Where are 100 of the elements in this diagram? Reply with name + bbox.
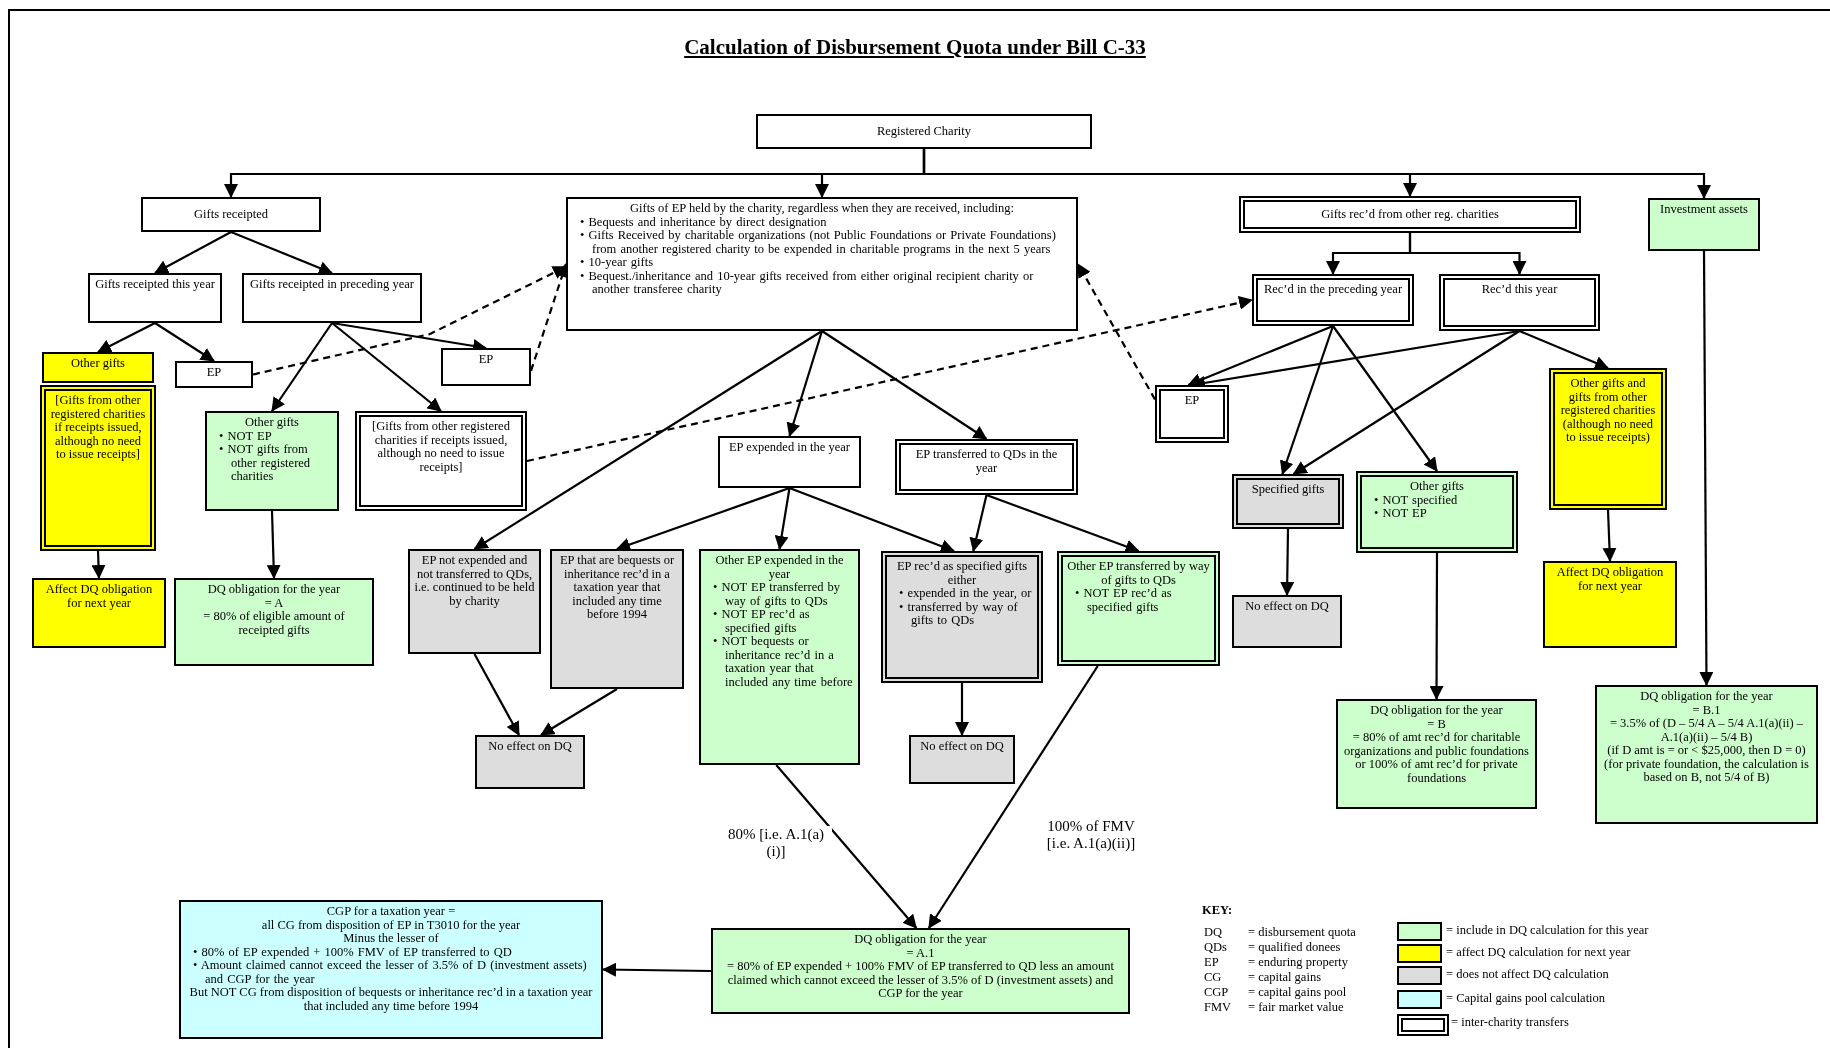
flow-box [1057, 551, 1220, 666]
legend-text: = affect DQ calculation for next year [1446, 945, 1631, 960]
box-text: = 3.5% of (D – 5/4 A – 5/4 A.1(a)(ii) – A.1(a)(ii) – 5/4 B) [1608, 717, 1805, 744]
arrow [789, 486, 955, 553]
flow-box [355, 411, 527, 511]
flow-box [1439, 274, 1600, 331]
arrow [986, 493, 1140, 554]
bullet-item: • NOT gifts from other registered charities [218, 443, 312, 484]
flow-box [711, 928, 1130, 1014]
box-text: DQ obligation for the year [1639, 690, 1774, 704]
key-text: DQ [1204, 925, 1223, 940]
key-text: FMV [1204, 1000, 1232, 1015]
key-text: = capital gains pool [1248, 985, 1347, 1000]
legend-text: = include in DQ calculation for this year [1446, 923, 1649, 938]
box-text: Rec’d this year [1480, 283, 1559, 297]
box-text: EP [1183, 394, 1201, 408]
box-text: EP transferred to QDs in the year [914, 448, 1059, 475]
bullet-item: • Gifts Received by charitable organizations (not Public Foundations or Private Foundations) from another registered charity to be expended in charitable programs in the next 5 years [579, 229, 1057, 256]
flow-box [1232, 474, 1344, 529]
arrow [786, 330, 824, 437]
bullet-item: • expended in the year, or [898, 587, 1033, 601]
legend-text: = does not affect DQ calculation [1446, 967, 1609, 982]
flow-box [1543, 561, 1677, 648]
bullet-item: • Bequest./inheritance and 10-year gifts received from either original recipient charity or another transferee charity [579, 269, 1035, 297]
box-text: Affect DQ obligation for next year [44, 583, 154, 610]
box-text: = 80% of eligible amount of receipted gifts [202, 610, 346, 637]
flow-box [441, 348, 531, 386]
box-text: EP [205, 366, 223, 380]
flow-box [881, 551, 1043, 683]
flow-box [40, 385, 156, 551]
flow-box [179, 900, 603, 1039]
box-text: But NOT CG from disposition of bequests or inheritance rec’d in a taxation year that included any time before 1994 [188, 986, 594, 1013]
bullet-item: • 10-year gifts [579, 256, 655, 270]
arrow [230, 231, 333, 275]
box-text: (for private foundation, the calculation is based on B, not 5/4 of B) [1603, 757, 1810, 785]
bullet-item: • Bequests and inheritance by direct designation [579, 215, 827, 229]
arrow [271, 322, 333, 412]
box-text: EP rec’d as specified gifts either [895, 560, 1029, 587]
arrow [616, 486, 790, 552]
arrow [473, 653, 520, 736]
key-heading: KEY: [1202, 903, 1233, 918]
key-text: = disbursement quota [1248, 925, 1356, 940]
box-text: EP [477, 353, 495, 367]
flow-box [909, 735, 1015, 784]
bullet-item: • 80% of EP expended + 100% FMV of EP transferred to QD [192, 945, 513, 959]
arrow [774, 487, 791, 550]
box-text: Registered Charity [875, 124, 973, 139]
box-text: Gifts receipted this year [94, 278, 216, 292]
box-text: EP not expended and not transferred to QDs, i.e. continued to be held by charity [414, 554, 535, 608]
arrow [473, 330, 823, 550]
box-text: Gifts of EP held by the charity, regardless when they are received, including: [629, 202, 1015, 216]
arrow [154, 231, 232, 274]
flow-box [1356, 471, 1518, 553]
bullet-item: • NOT specified [1373, 493, 1458, 507]
flow-box [550, 549, 684, 689]
key-text: = enduring property [1248, 955, 1349, 970]
arrow [1408, 233, 1527, 275]
arrow [1699, 251, 1714, 686]
key-text: = fair market value [1248, 1000, 1344, 1015]
box-text: = A.1 [906, 946, 936, 960]
flow-box [718, 436, 861, 488]
key-text: = capital gains [1248, 970, 1321, 985]
dashed-arrow [526, 296, 1253, 463]
arrow [1602, 509, 1617, 562]
dashed-arrow [1077, 263, 1156, 401]
box-text: [Gifts from other registered charities if receipts issued, although no need to issue receipts] [50, 394, 146, 462]
box-text: (if D amt is = or < $25,000, then D = 0) [1606, 744, 1807, 758]
box-text: No effect on DQ [1244, 600, 1330, 614]
key-text: = qualified donees [1248, 940, 1341, 955]
flow-box [1549, 368, 1667, 510]
arrow [1187, 325, 1334, 387]
flow-box [895, 439, 1078, 495]
box-text: DQ obligation for the year [206, 583, 342, 597]
flow-box [32, 578, 166, 648]
box-text: Affect DQ obligation for next year [1555, 566, 1665, 593]
box-text: Specified gifts [1250, 483, 1326, 497]
box-text: Gifts receipted [193, 207, 269, 222]
arrow [540, 688, 618, 736]
arrow [1429, 553, 1444, 700]
flow-box [408, 549, 541, 654]
arrow [1280, 529, 1295, 596]
arrow [266, 510, 281, 579]
box-text: Gifts rec’d from other reg. charities [1320, 207, 1500, 222]
bullet-item: • NOT EP rec’d as specified gifts [712, 608, 811, 635]
arrow [1332, 325, 1438, 472]
arrow [922, 149, 1711, 199]
box-text: = 80% of amt rec’d for charitable organizations and public foundations or 100% of amt rec’d for private foundations [1343, 731, 1530, 785]
arrow [97, 322, 156, 353]
box-text: = B.1 [1692, 703, 1722, 717]
bullet-item: • NOT bequests or inheritance rec’d in a taxation year that included any time before [712, 635, 854, 689]
diagram-title: Calculation of Disbursement Quota under Bill C-33 [683, 35, 1147, 60]
flow-box [1155, 385, 1229, 443]
arrow [1292, 330, 1521, 475]
arrow [821, 330, 988, 440]
bullet-item: • Amount claimed cannot exceed the lesser of 3.5% of D (investment assets) and CGP for the year [192, 959, 588, 986]
flow-box [141, 197, 321, 232]
box-text: EP that are bequests or inheritance rec’d in a taxation year that included any time before 1994 [558, 554, 676, 622]
key-text: CGP [1204, 985, 1229, 1000]
box-text: Other gifts and gifts from other registered charities (although no need to issue receipts) [1559, 377, 1657, 445]
arrow [927, 665, 1099, 929]
